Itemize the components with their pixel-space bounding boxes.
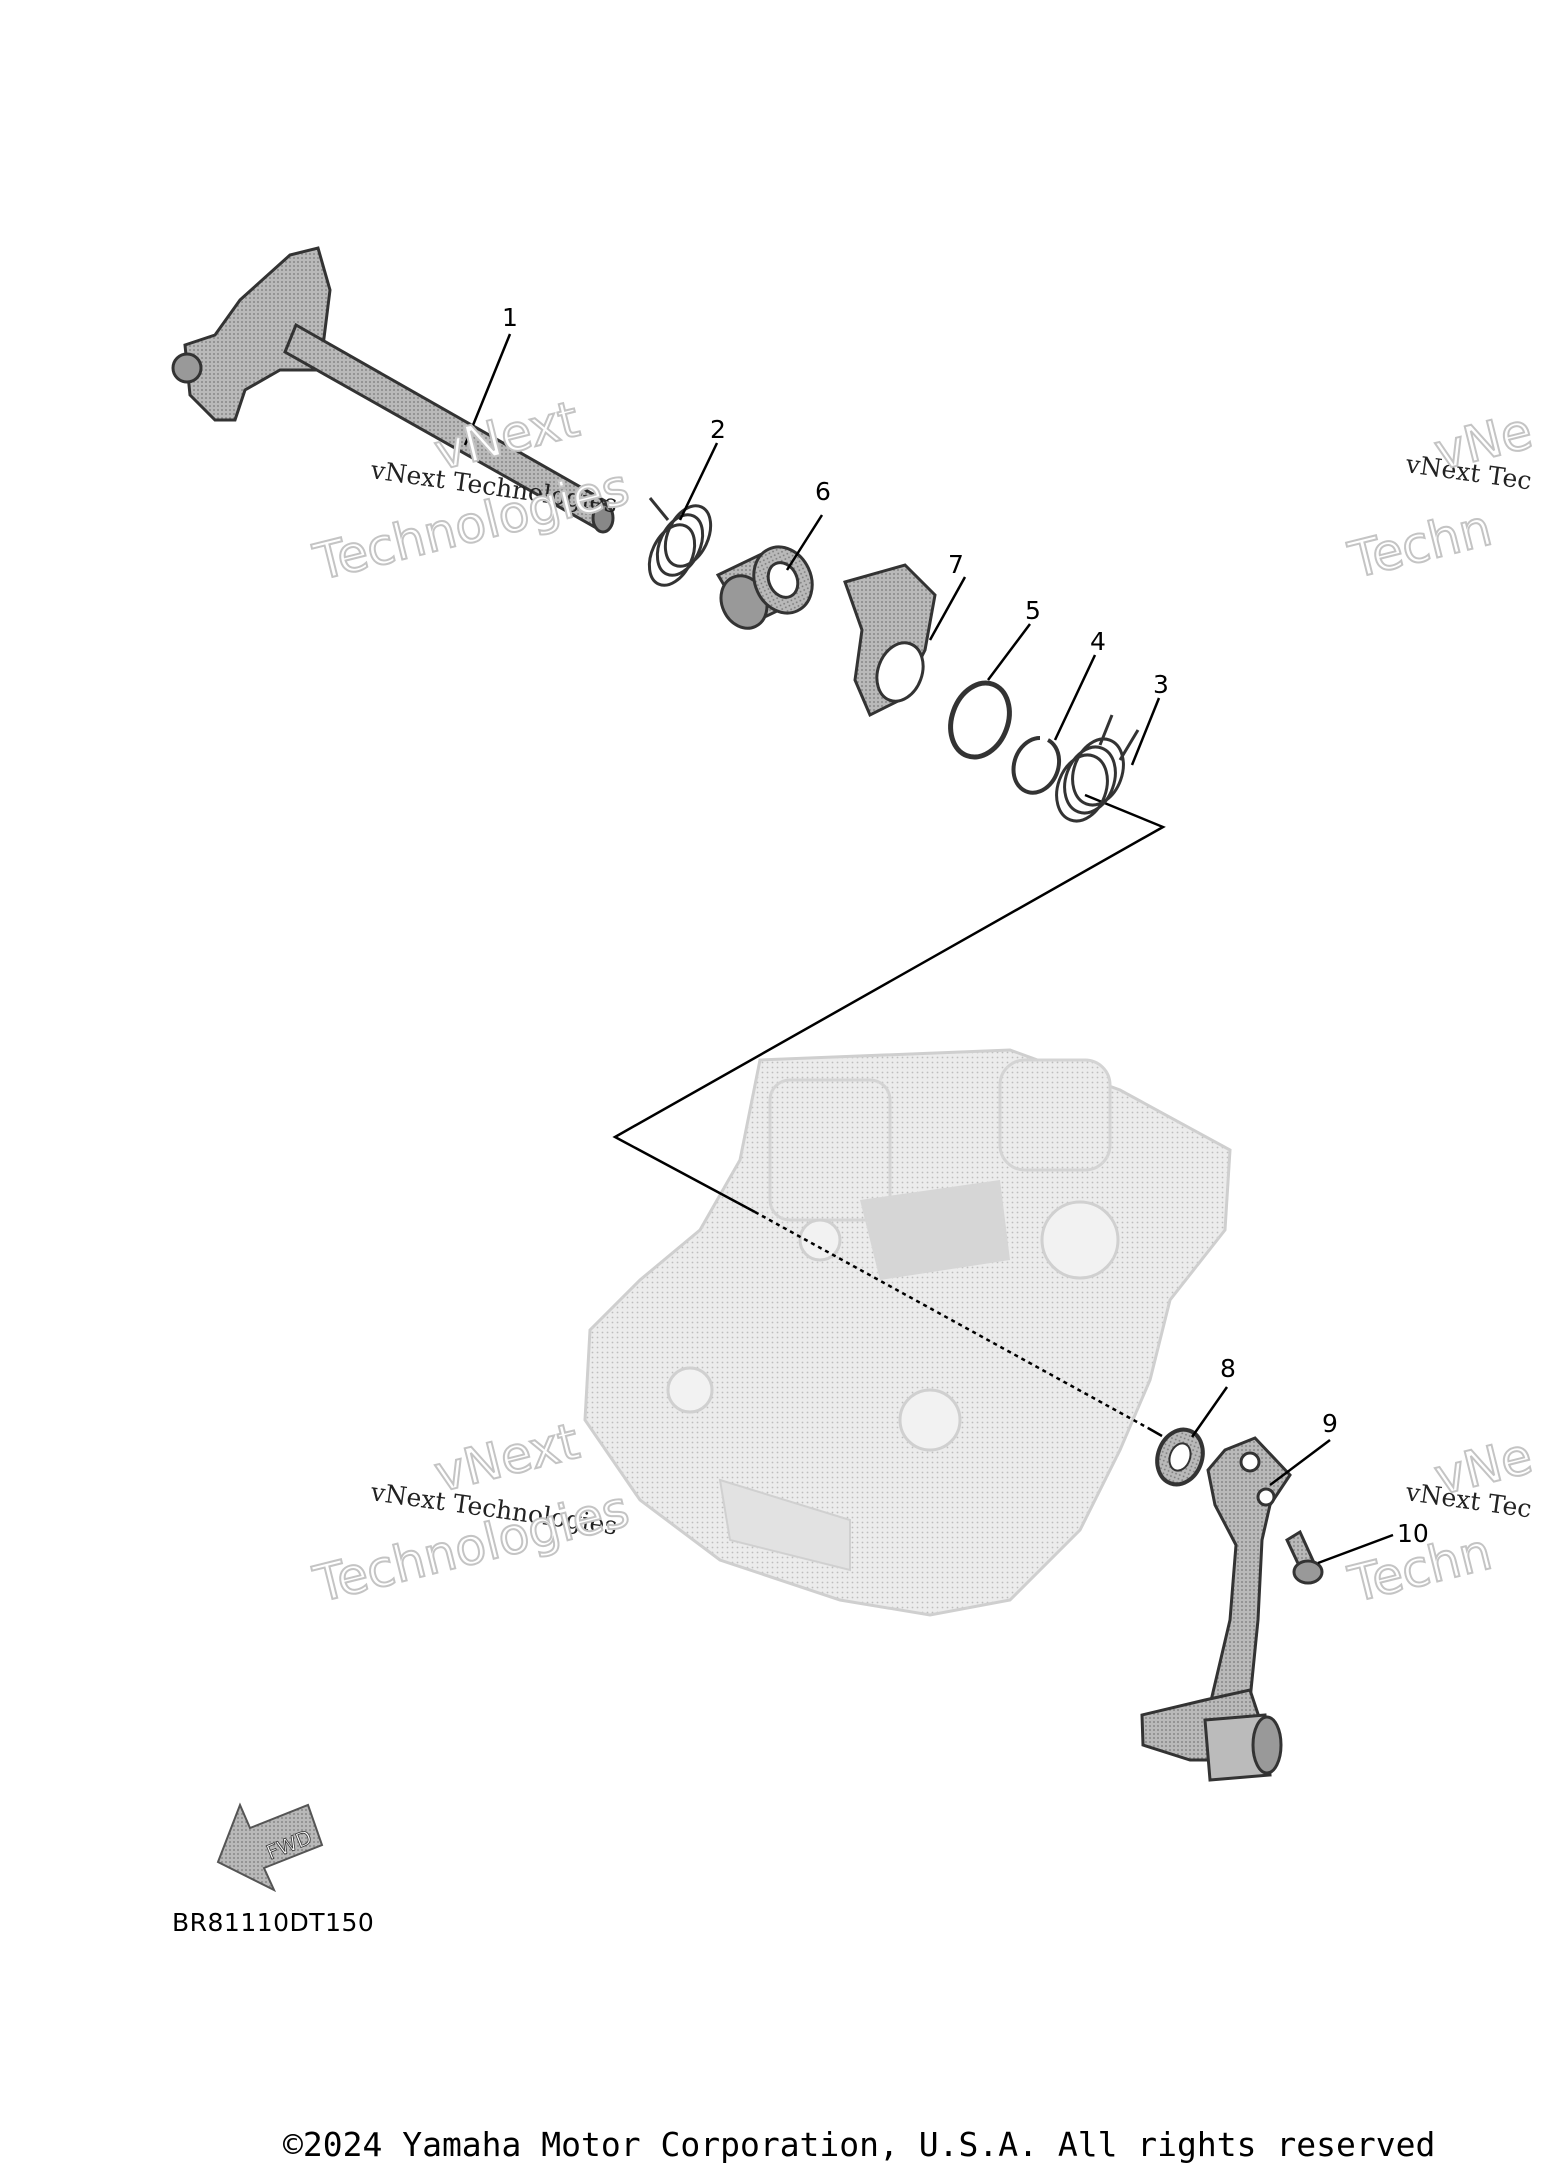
- leader-line: [612, 793, 1166, 1438]
- callout-10: 10: [1397, 1519, 1429, 1548]
- callout-4: 4: [1090, 627, 1106, 656]
- circlip: [1011, 735, 1062, 795]
- return-spring: [1055, 714, 1140, 823]
- watermark-right-bottom: vNext Tec vNe Techn: [1342, 1426, 1539, 1615]
- callout-6: 6: [815, 477, 831, 506]
- callout-leaders: [463, 333, 1394, 1565]
- washer: [948, 680, 1012, 760]
- callout-9: 9: [1322, 1409, 1338, 1438]
- callout-1: 1: [502, 303, 518, 332]
- watermark-bottom: vNext Technologies vNext Technologies: [307, 1411, 636, 1615]
- callout-7: 7: [948, 550, 964, 579]
- collar: [715, 545, 814, 630]
- watermark-top: vNext Technologies vNext Technologies: [307, 389, 636, 593]
- shaft-spring: [647, 497, 713, 587]
- crankcase-ghost: [583, 1048, 1232, 1617]
- shift-shaft: [171, 246, 615, 534]
- shift-lever-plate: [843, 563, 937, 718]
- diagram-code: BR81110DT150: [172, 1908, 375, 1937]
- svg-text:Techn: Techn: [1343, 499, 1497, 590]
- watermark-right-top: vNext Tec vNe Techn: [1342, 401, 1539, 591]
- callout-2: 2: [710, 415, 726, 444]
- copyright-notice: ©2024 Yamaha Motor Corporation, U.S.A. A…: [283, 2125, 1436, 2164]
- fwd-arrow-icon: FWD: [216, 1802, 324, 1893]
- shift-pedal: [1140, 1436, 1292, 1782]
- callout-5: 5: [1025, 596, 1041, 625]
- pinch-bolt: [1285, 1529, 1324, 1585]
- callout-3: 3: [1153, 670, 1169, 699]
- svg-text:vNext: vNext: [429, 1412, 585, 1504]
- callout-8: 8: [1220, 1354, 1236, 1383]
